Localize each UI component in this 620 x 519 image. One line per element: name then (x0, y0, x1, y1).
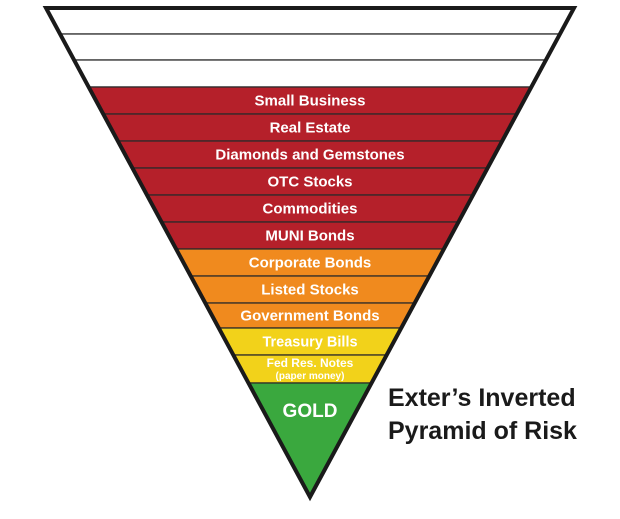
pyramid-layer-label: Treasury Bills (262, 335, 357, 351)
pyramid-layer-label: Small Business (255, 93, 366, 110)
pyramid-layer-label: Fed Res. Notes (267, 356, 354, 370)
pyramid-layer-label: Commodities (262, 201, 357, 218)
pyramid-layer-label: Listed Stocks (261, 282, 359, 299)
pyramid-layer-label: OTC Stocks (267, 174, 352, 191)
pyramid-layer-label: Government Bonds (240, 308, 379, 325)
pyramid-layer-label: Corporate Bonds (249, 255, 372, 272)
pyramid-layer-label: Credit Default Swaps (230, 13, 390, 30)
pyramid-title-line-1: Exter’s Inverted (388, 384, 576, 412)
pyramid-layer-label: Real Estate (270, 120, 351, 137)
pyramid-title-line-2: Pyramid of Risk (388, 417, 577, 445)
pyramid-layer-label: Collateralized Debt Obligations (195, 39, 424, 56)
pyramid-outline (42, 6, 578, 502)
pyramid-layer-label: MUNI Bonds (265, 228, 354, 245)
pyramid-layer-sublabel: (paper money) (276, 371, 345, 382)
pyramid-layer-label: Mortgage-Backed Securities (209, 66, 411, 83)
pyramid-layer-label: Diamonds and Gemstones (215, 147, 404, 164)
pyramid-layer-label: GOLD (283, 401, 338, 422)
